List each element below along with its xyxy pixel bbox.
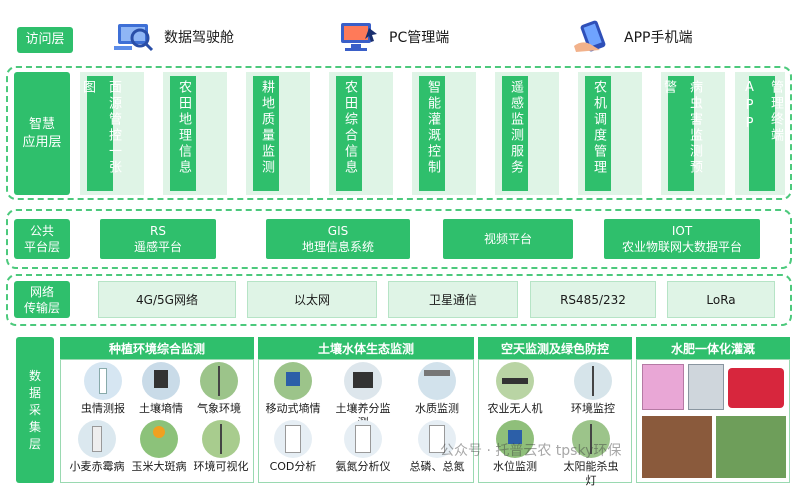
device-water-quality[interactable]: 水质监测 bbox=[406, 362, 468, 416]
device-photo bbox=[572, 420, 610, 458]
device-env-visual[interactable]: 环境可视化 bbox=[190, 420, 252, 474]
device-photo bbox=[344, 420, 382, 458]
device-env-camera[interactable]: 环境监控 bbox=[562, 362, 624, 416]
device-photo bbox=[142, 362, 180, 400]
device-ammonia[interactable]: 氨氮分析仪 bbox=[332, 420, 394, 474]
device-photo bbox=[84, 362, 122, 400]
access-item-pc[interactable]: PC管理端 bbox=[335, 20, 449, 54]
device-mobile-moisture[interactable]: 移动式墒情 bbox=[262, 362, 324, 416]
platform-gis[interactable]: GIS 地理信息系统 bbox=[266, 219, 410, 259]
platform-video[interactable]: 视频平台 bbox=[443, 219, 573, 259]
app-item-soil-quality[interactable]: 耕地质量监测 bbox=[253, 76, 279, 191]
network-rs485: RS485/232 bbox=[530, 281, 656, 318]
section-aerospace-head: 空天监测及绿色防控 bbox=[478, 337, 632, 359]
device-wheat-scab[interactable]: 小麦赤霉病 bbox=[66, 420, 128, 474]
platform-layer-label: 公共 平台层 bbox=[14, 219, 70, 259]
irrigation-machine-photo bbox=[642, 364, 684, 410]
device-pest-monitor[interactable]: 虫情测报 bbox=[72, 362, 134, 416]
platform-iot[interactable]: IOT 农业物联网大数据平台 bbox=[604, 219, 760, 259]
section-irrigation-head: 水肥一体化灌溉 bbox=[636, 337, 790, 359]
access-layer-label: 访问层 bbox=[17, 27, 73, 53]
device-photo bbox=[574, 362, 612, 400]
irrigation-unit-photo bbox=[688, 364, 724, 410]
access-item-label: PC管理端 bbox=[389, 30, 450, 46]
device-drone[interactable]: 农业无人机 bbox=[484, 362, 546, 416]
device-soil-nutrient[interactable]: 土壤养分监测 bbox=[332, 362, 394, 430]
network-lora: LoRa bbox=[667, 281, 775, 318]
device-soil-moisture[interactable]: 土壤墒情 bbox=[130, 362, 192, 416]
device-water-level[interactable]: 水位监测 bbox=[484, 420, 546, 474]
app-item-pest-warning[interactable]: 病虫害监测预警 bbox=[661, 76, 702, 191]
device-photo bbox=[140, 420, 178, 458]
app-item-remote-sensing[interactable]: 遥感监测服务 bbox=[502, 76, 528, 191]
device-corn-blight[interactable]: 玉米大斑病 bbox=[128, 420, 190, 474]
app-item-terminal-app[interactable]: 管理终端APP bbox=[742, 76, 783, 191]
access-item-label: 数据驾驶舱 bbox=[164, 30, 234, 46]
phone-icon bbox=[574, 20, 606, 52]
app-layer-frame bbox=[6, 66, 792, 200]
device-photo bbox=[418, 420, 456, 458]
device-cod[interactable]: COD分析 bbox=[262, 420, 324, 474]
app-layer-label: 智慧 应用层 bbox=[14, 72, 70, 195]
device-photo bbox=[78, 420, 116, 458]
device-photo bbox=[418, 362, 456, 400]
platform-rs[interactable]: RS 遥感平台 bbox=[100, 219, 216, 259]
irrigation-field-photo bbox=[642, 416, 712, 478]
network-4g5g: 4G/5G网络 bbox=[98, 281, 236, 318]
access-item-app[interactable]: APP手机端 bbox=[570, 20, 692, 54]
app-item-farmland-geo[interactable]: 农田地理信息 bbox=[170, 76, 196, 191]
watermark: 公众号 · 托普云农 tpsky环保 bbox=[440, 443, 622, 459]
device-solar-insect-lamp[interactable]: 太阳能杀虫灯 bbox=[560, 420, 622, 488]
pc-icon bbox=[341, 23, 377, 51]
dashboard-icon bbox=[114, 24, 154, 52]
section-planting-head: 种植环境综合监测 bbox=[60, 337, 254, 359]
device-photo bbox=[274, 420, 312, 458]
device-photo bbox=[200, 362, 238, 400]
device-phosphorus-nitrogen[interactable]: 总磷、总氮 bbox=[406, 420, 468, 474]
app-item-machinery[interactable]: 农机调度管理 bbox=[585, 76, 611, 191]
device-photo bbox=[344, 362, 382, 400]
app-item-smart-irrigation[interactable]: 智能灌溉控制 bbox=[419, 76, 445, 191]
device-photo bbox=[202, 420, 240, 458]
access-item-label: APP手机端 bbox=[624, 30, 693, 46]
irrigation-tanks-photo bbox=[728, 368, 784, 408]
device-photo bbox=[274, 362, 312, 400]
network-satellite: 卫星通信 bbox=[388, 281, 518, 318]
device-photo bbox=[496, 420, 534, 458]
app-item-farmland-info[interactable]: 农田综合信息 bbox=[336, 76, 362, 191]
platform-layer-frame bbox=[6, 209, 792, 269]
collect-layer-label: 数 据 采 集 层 bbox=[16, 337, 54, 483]
irrigation-pivot-photo bbox=[716, 416, 786, 478]
device-photo bbox=[496, 362, 534, 400]
device-weather[interactable]: 气象环境 bbox=[188, 362, 250, 416]
network-layer-frame bbox=[6, 274, 792, 326]
app-item-pollution-map[interactable]: 面源管控一张图 bbox=[80, 76, 121, 191]
network-ethernet: 以太网 bbox=[247, 281, 377, 318]
access-item-dashboard[interactable]: 数据驾驶舱 bbox=[110, 20, 234, 54]
section-soil-water-head: 土壤水体生态监测 bbox=[258, 337, 474, 359]
network-layer-label: 网络 传输层 bbox=[14, 281, 70, 318]
